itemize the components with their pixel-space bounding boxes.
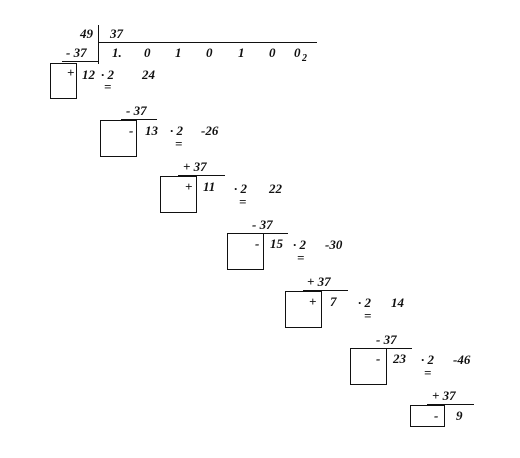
quotient-digit: 1. (112, 45, 122, 60)
step-operation-line (248, 233, 288, 234)
step-box (350, 348, 387, 385)
step-operation-line (372, 348, 412, 349)
step-box (50, 63, 77, 99)
step-next-operation: - 37 (126, 103, 147, 118)
step-sign: - (376, 351, 381, 366)
step-remainder: 15 (270, 236, 283, 251)
step-multiplier: · 2 (358, 295, 371, 310)
step-box (100, 120, 137, 157)
division-bracket-vertical (98, 25, 99, 64)
step-box (227, 233, 264, 270)
quotient-digit: 0 (294, 45, 301, 60)
step-next-operation: - 37 (376, 332, 397, 347)
final-remainder: 9 (456, 408, 463, 423)
step-operation-line (178, 175, 225, 176)
first-subtraction-line (62, 61, 99, 62)
first-subtraction: - 37 (66, 45, 87, 60)
step-product: 22 (269, 181, 282, 196)
final-box (410, 405, 445, 427)
step-operation-line (303, 290, 348, 291)
step-product: -26 (201, 123, 219, 138)
quotient-digit: 0 (269, 45, 276, 60)
step-next-operation: - 37 (252, 217, 273, 232)
step-operation-line (427, 404, 474, 405)
step-remainder: 7 (330, 294, 337, 309)
quotient-digit: 0 (144, 45, 151, 60)
step-equals: = (297, 250, 305, 265)
step-remainder: 12 (82, 67, 95, 82)
step-sign: - (129, 123, 134, 138)
step-box (285, 291, 322, 328)
step-product: -46 (453, 352, 471, 367)
divisor: 37 (110, 26, 123, 41)
step-multiplier: · 2 (421, 352, 434, 367)
step-equals: = (364, 308, 372, 323)
step-multiplier: · 2 (293, 237, 306, 252)
step-product: 24 (142, 67, 155, 82)
step-operation-line (121, 119, 157, 120)
step-multiplier: · 2 (101, 67, 114, 82)
step-sign: - (255, 236, 260, 251)
quotient-digit: 0 (206, 45, 213, 60)
step-multiplier: · 2 (234, 181, 247, 196)
quotient-digit: 1 (238, 45, 245, 60)
step-multiplier: · 2 (170, 123, 183, 138)
step-equals: = (175, 136, 183, 151)
step-next-operation: + 37 (307, 274, 331, 289)
step-box (160, 176, 197, 213)
final-sign: - (434, 408, 439, 423)
step-next-operation: + 37 (183, 159, 207, 174)
step-equals: = (104, 79, 112, 94)
division-bracket-horizontal (99, 42, 317, 43)
step-sign: + (67, 65, 75, 80)
step-equals: = (239, 194, 247, 209)
step-equals: = (424, 365, 432, 380)
base-subscript: 2 (302, 53, 307, 64)
step-product: 14 (391, 295, 404, 310)
dividend: 49 (80, 26, 93, 41)
step-sign: + (185, 179, 193, 194)
step-next-operation: + 37 (432, 388, 456, 403)
step-remainder: 23 (393, 351, 406, 366)
step-remainder: 11 (203, 179, 216, 194)
step-product: -30 (325, 237, 343, 252)
quotient-digit: 1 (175, 45, 182, 60)
step-sign: + (309, 294, 317, 309)
step-remainder: 13 (145, 123, 158, 138)
